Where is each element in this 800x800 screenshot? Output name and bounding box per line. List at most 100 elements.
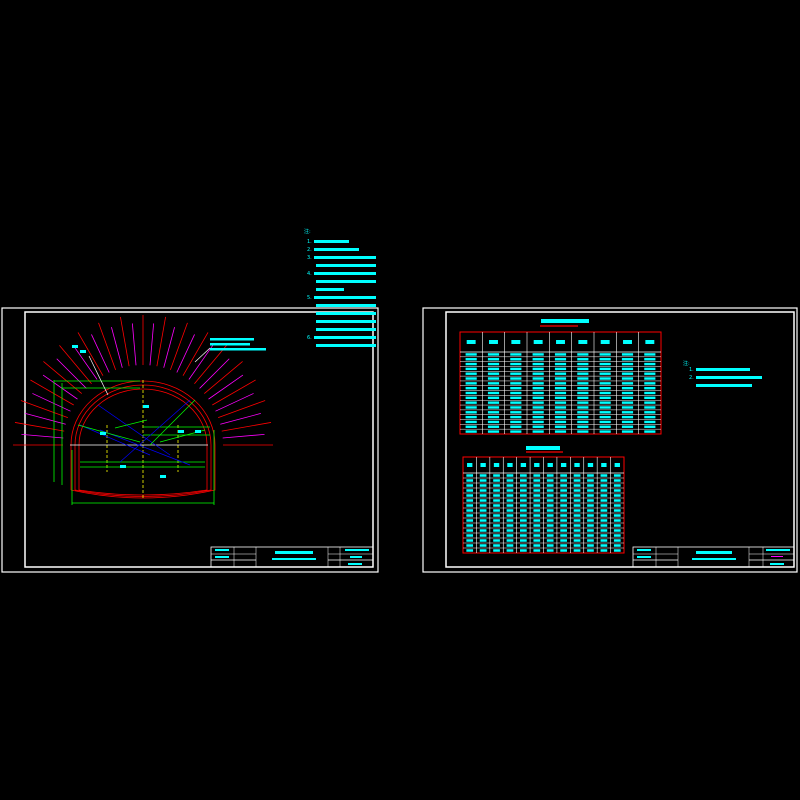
table-cell <box>560 519 567 522</box>
table-cell <box>644 362 656 366</box>
table-cell <box>466 524 474 527</box>
table-cell <box>573 499 581 502</box>
table-cell <box>533 514 541 517</box>
anchor-bolt <box>204 361 243 394</box>
right-sheet-outer-frame <box>422 307 798 573</box>
note-number: 6. <box>307 335 312 341</box>
tunnel-cross-section <box>13 315 273 505</box>
table-cell <box>533 489 541 492</box>
table-cell <box>644 377 656 380</box>
table-cell <box>520 519 527 522</box>
table-cell <box>487 353 500 356</box>
table-cell <box>599 372 611 375</box>
table-cell <box>520 514 527 517</box>
table-cell <box>465 420 477 424</box>
right-notes-heading: 注: <box>683 360 690 367</box>
table-cell <box>506 489 514 492</box>
note-text <box>314 248 359 251</box>
note-number: 4. <box>307 271 312 277</box>
table-cell <box>554 406 567 409</box>
table-cell <box>599 362 611 366</box>
table-cell <box>621 401 634 404</box>
anchor-bolt <box>131 323 137 366</box>
table-cell <box>577 362 589 366</box>
table-cell <box>599 367 611 371</box>
table-cell <box>613 504 621 507</box>
table-cell <box>487 396 500 400</box>
table-cell <box>573 494 581 497</box>
table-cell <box>465 411 477 414</box>
table-cell <box>510 415 522 419</box>
table-cell <box>487 362 500 366</box>
table-cell <box>466 509 474 512</box>
table-cell <box>520 509 527 512</box>
table-cell <box>493 514 500 517</box>
anchor-bolt <box>169 322 188 370</box>
table-cell <box>520 544 527 547</box>
table-cell <box>487 406 500 409</box>
table-cell <box>573 544 581 547</box>
table-cell <box>599 396 611 400</box>
table-cell <box>560 514 567 517</box>
table-cell <box>493 539 500 542</box>
table-cell <box>600 529 608 532</box>
table-cell <box>520 499 527 502</box>
table-header-cell <box>587 463 594 467</box>
table-cell <box>510 372 522 375</box>
table-cell <box>493 494 500 497</box>
table-cell <box>520 534 527 537</box>
table-cell <box>546 544 554 547</box>
table-cell <box>466 539 474 542</box>
table-cell <box>466 474 474 477</box>
table-cell <box>613 484 621 487</box>
table-cell <box>466 479 474 482</box>
table-cell <box>479 499 487 502</box>
dimension-table <box>462 456 625 554</box>
table-cell <box>510 367 522 371</box>
table-header-cell <box>511 340 521 344</box>
table-cell <box>487 415 500 419</box>
table-cell <box>466 484 474 487</box>
table1-title <box>541 319 589 323</box>
table-cell <box>466 519 474 522</box>
table-cell <box>546 529 554 532</box>
table-cell <box>510 382 522 385</box>
table-cell <box>599 406 611 409</box>
table-header-cell <box>480 463 486 467</box>
dimension-label <box>120 465 126 468</box>
table-cell <box>587 529 594 532</box>
table-cell <box>506 519 514 522</box>
anchor-bolt <box>77 332 104 376</box>
table-cell <box>506 479 514 482</box>
quantity-table <box>459 331 662 435</box>
table-cell <box>577 406 589 409</box>
table-cell <box>599 386 611 390</box>
table-cell <box>573 504 581 507</box>
anchor-bolt <box>120 316 130 367</box>
table-cell <box>479 519 487 522</box>
table-cell <box>577 391 589 395</box>
table-cell <box>546 524 554 527</box>
table-header-cell <box>578 340 588 344</box>
table-cell <box>465 362 477 366</box>
table-cell <box>506 544 514 547</box>
table-cell <box>560 509 567 512</box>
table-cell <box>621 358 634 361</box>
table-cell <box>599 411 611 414</box>
table-cell <box>587 504 594 507</box>
table-cell <box>621 430 634 433</box>
anchor-bolt <box>156 316 166 367</box>
table-header-cell <box>560 463 567 467</box>
table-cell <box>644 358 656 361</box>
table-cell <box>613 509 621 512</box>
table-cell <box>532 425 544 428</box>
right-sheet-inner-frame <box>445 311 795 568</box>
table-cell <box>546 499 554 502</box>
table-cell <box>600 504 608 507</box>
table-cell <box>600 519 608 522</box>
table-cell <box>560 549 567 552</box>
table-header-cell <box>574 463 580 467</box>
table-cell <box>573 534 581 537</box>
table-cell <box>487 382 500 385</box>
